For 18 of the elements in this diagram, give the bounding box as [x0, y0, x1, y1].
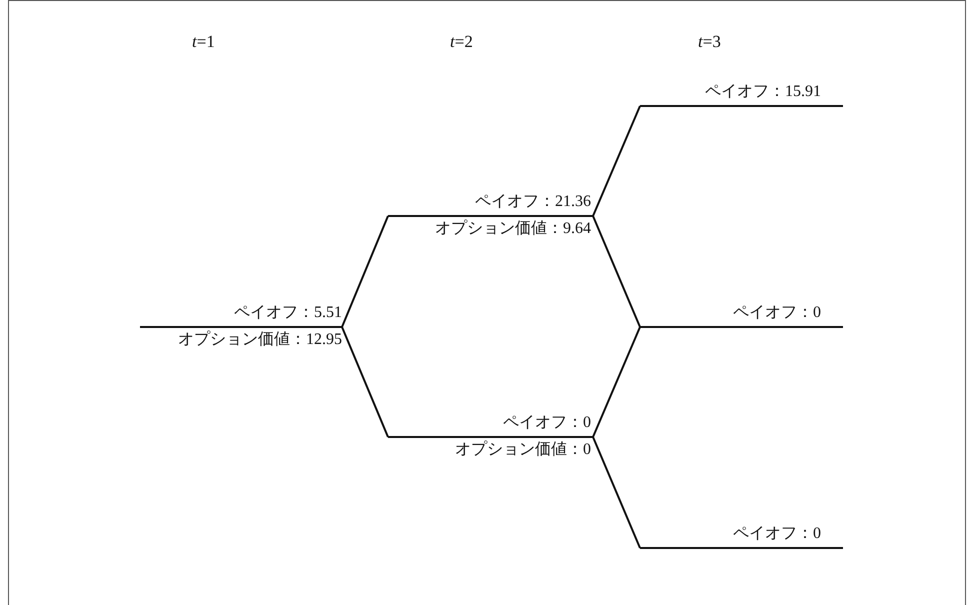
payoff-label: ペイオフ：0 — [733, 303, 821, 323]
payoff-label: ペイオフ：21.36 — [475, 192, 591, 212]
branch-line — [592, 436, 641, 548]
option-value-label: オプション価値：12.95 — [178, 330, 342, 350]
time-label: t=3 — [698, 32, 721, 52]
branch-line — [592, 106, 641, 216]
option-value-label: オプション価値：9.64 — [435, 219, 591, 239]
option-value-label: オプション価値：0 — [455, 440, 591, 460]
payoff-label: ペイオフ：5.51 — [234, 303, 342, 323]
payoff-label: ペイオフ：0 — [733, 524, 821, 544]
time-label: t=2 — [450, 32, 473, 52]
branch-line — [592, 216, 641, 328]
branch-line — [592, 326, 641, 438]
branch-line — [341, 326, 389, 438]
branch-line — [341, 216, 389, 328]
payoff-label: ペイオフ：0 — [503, 413, 591, 433]
payoff-label: ペイオフ：15.91 — [705, 82, 821, 102]
time-label: t=1 — [192, 32, 215, 52]
